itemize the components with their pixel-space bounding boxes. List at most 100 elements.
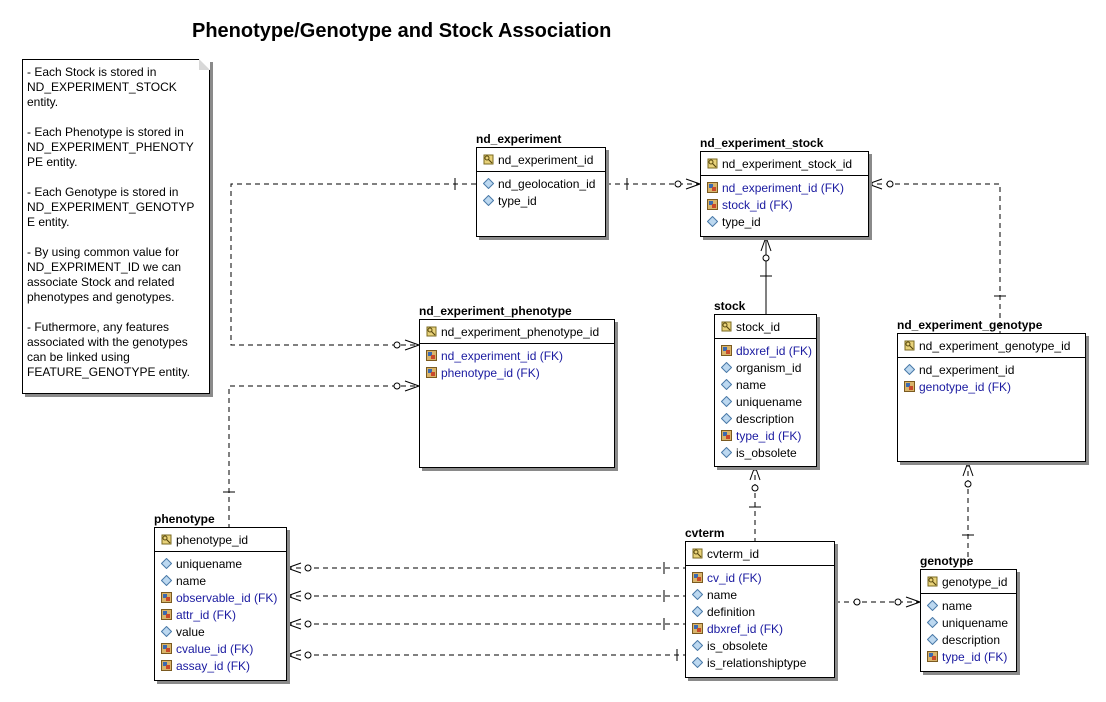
attribute-label: uniquename [736, 394, 803, 409]
attribute-label: nd_experiment_id [919, 362, 1015, 377]
attribute-row[interactable]: phenotype_id (FK) [420, 364, 614, 381]
attribute-row[interactable]: value [155, 623, 286, 640]
attribute-label: observable_id (FK) [176, 590, 278, 605]
attribute-row[interactable]: description [921, 631, 1016, 648]
diamond-icon [721, 362, 732, 373]
primary-key-row[interactable]: nd_experiment_id [477, 148, 605, 172]
primary-key-row[interactable]: cvterm_id [686, 542, 834, 566]
fk-icon [692, 572, 703, 583]
attribute-row[interactable]: uniquename [155, 555, 286, 572]
diamond-icon [721, 379, 732, 390]
attribute-label: is_obsolete [707, 638, 768, 653]
attribute-label: type_id [722, 214, 761, 229]
attribute-row[interactable]: definition [686, 603, 834, 620]
attribute-label: genotype_id (FK) [919, 379, 1012, 394]
attribute-row[interactable]: genotype_id (FK) [898, 378, 1085, 395]
entity-nd-experiment-genotype[interactable]: nd_experiment_genotype_id nd_experiment_i… [897, 333, 1086, 462]
attribute-label: description [736, 411, 795, 426]
attribute-row[interactable]: nd_geolocation_id [477, 175, 605, 192]
attribute-row[interactable]: nd_experiment_id (FK) [420, 347, 614, 364]
attribute-row[interactable]: name [921, 597, 1016, 614]
attribute-row[interactable]: uniquename [715, 393, 816, 410]
attribute-row[interactable]: assay_id (FK) [155, 657, 286, 674]
fk-icon [721, 430, 732, 441]
diamond-icon [161, 575, 172, 586]
diamond-icon [904, 364, 915, 375]
diamond-icon [692, 606, 703, 617]
attribute-row[interactable]: type_id [477, 192, 605, 209]
attribute-row[interactable]: nd_experiment_id [898, 361, 1085, 378]
attribute-row[interactable]: uniquename [921, 614, 1016, 631]
diamond-icon [161, 626, 172, 637]
note-paragraph: - Futhermore, any features associated wi… [27, 320, 190, 379]
rel-cvterm-stock [749, 465, 761, 541]
attribute-row[interactable]: cvalue_id (FK) [155, 640, 286, 657]
rel-cvterm-phenotype [286, 562, 685, 661]
attribute-label: definition [707, 604, 756, 619]
diamond-icon [483, 178, 494, 189]
attribute-row[interactable]: dbxref_id (FK) [686, 620, 834, 637]
attribute-row[interactable]: name [715, 376, 816, 393]
rel-stock-experiment-stock [760, 236, 772, 315]
attribute-row[interactable]: is_obsolete [715, 444, 816, 461]
diamond-icon [692, 640, 703, 651]
key-icon [692, 548, 703, 559]
attribute-label: phenotype_id (FK) [441, 365, 540, 380]
attribute-row[interactable]: attr_id (FK) [155, 606, 286, 623]
diamond-icon [692, 589, 703, 600]
entity-title-stock: stock [714, 299, 746, 313]
primary-key-row[interactable]: nd_experiment_stock_id [701, 152, 868, 176]
attribute-label: name [707, 587, 738, 602]
diamond-icon [483, 195, 494, 206]
attribute-row[interactable]: type_id (FK) [921, 648, 1016, 665]
attribute-row[interactable]: dbxref_id (FK) [715, 342, 816, 359]
attribute-row[interactable]: organism_id [715, 359, 816, 376]
key-icon [161, 534, 172, 545]
primary-key-label: phenotype_id [176, 532, 249, 547]
fk-icon [426, 350, 437, 361]
attribute-row[interactable]: is_relationshiptype [686, 654, 834, 671]
attribute-row[interactable]: nd_experiment_id (FK) [701, 179, 868, 196]
rel-experiment-stock [606, 178, 701, 190]
note-fold-corner [199, 59, 210, 70]
fk-icon [426, 367, 437, 378]
diagram-title: Phenotype/Genotype and Stock Association [192, 20, 612, 42]
attribute-row[interactable]: cv_id (FK) [686, 569, 834, 586]
primary-key-row[interactable]: genotype_id [921, 570, 1016, 594]
primary-key-row[interactable]: nd_experiment_phenotype_id [420, 320, 614, 344]
entity-title-genotype: genotype [920, 554, 974, 568]
attribute-label: cv_id (FK) [707, 570, 762, 585]
primary-key-row[interactable]: stock_id [715, 315, 816, 339]
key-icon [707, 158, 718, 169]
attribute-row[interactable]: type_id [701, 213, 868, 230]
primary-key-row[interactable]: nd_experiment_genotype_id [898, 334, 1085, 358]
fk-icon [161, 660, 172, 671]
attribute-row[interactable]: name [686, 586, 834, 603]
attribute-row[interactable]: is_obsolete [686, 637, 834, 654]
key-icon [426, 326, 437, 337]
key-icon [904, 340, 915, 351]
attribute-row[interactable]: description [715, 410, 816, 427]
key-icon [927, 576, 938, 587]
entity-nd-experiment-phenotype[interactable]: nd_experiment_phenotype_id nd_experiment_… [419, 319, 615, 468]
diamond-icon [692, 657, 703, 668]
diamond-icon [721, 447, 732, 458]
attribute-row[interactable]: observable_id (FK) [155, 589, 286, 606]
attribute-row[interactable]: name [155, 572, 286, 589]
attribute-label: dbxref_id (FK) [736, 343, 813, 358]
attribute-list: nd_experiment_id genotype_id (FK) [898, 358, 1085, 395]
primary-key-row[interactable]: phenotype_id [155, 528, 286, 552]
primary-key-label: nd_experiment_genotype_id [919, 338, 1071, 353]
attribute-row[interactable]: stock_id (FK) [701, 196, 868, 213]
attribute-label: attr_id (FK) [176, 607, 237, 622]
entity-nd-experiment-stock[interactable]: nd_experiment_stock_id nd_experiment_id (… [700, 151, 869, 237]
attribute-row[interactable]: type_id (FK) [715, 427, 816, 444]
